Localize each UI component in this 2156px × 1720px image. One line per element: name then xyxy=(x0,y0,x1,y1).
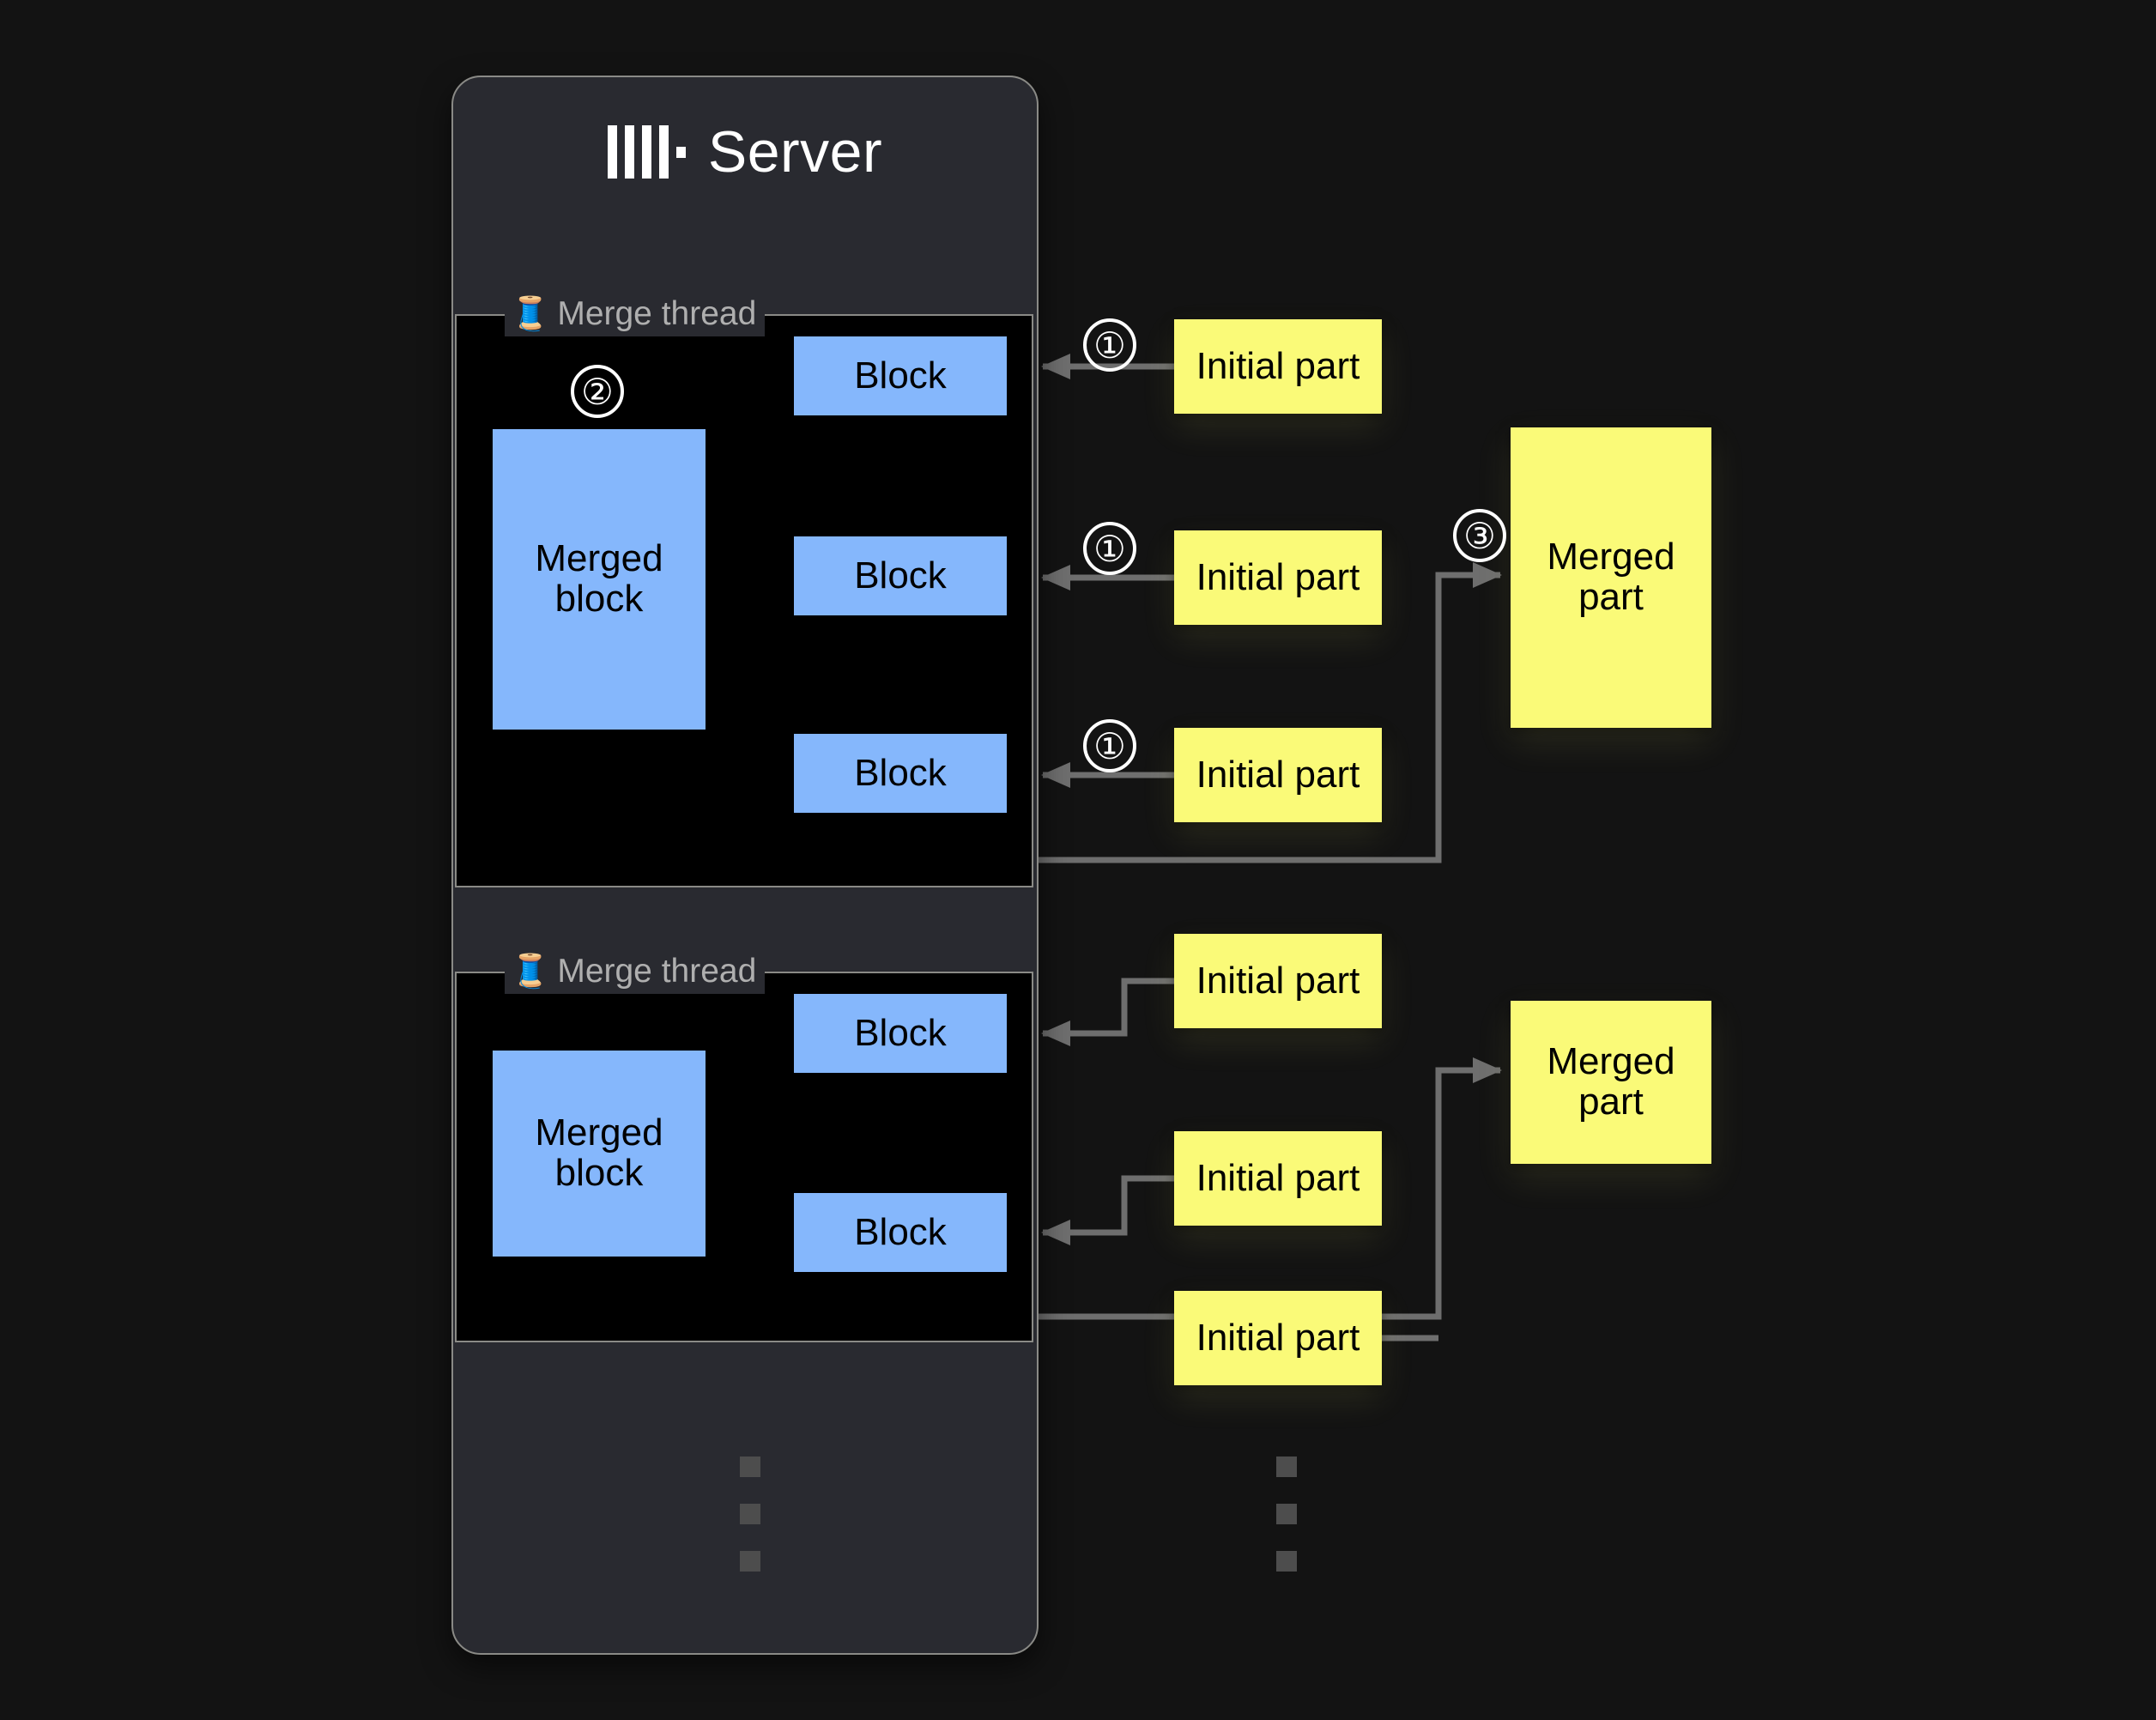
block-box: Block xyxy=(794,1193,1007,1272)
merged-block-box: Merged block xyxy=(493,429,706,730)
server-title-bar: Server xyxy=(451,113,1039,191)
merge-thread-label: Merge thread xyxy=(557,295,757,332)
block-box: Block xyxy=(794,994,1007,1073)
merge-thread-label: Merge thread xyxy=(557,953,757,990)
initial-part-box: Initial part xyxy=(1174,530,1382,625)
clickhouse-logo-icon xyxy=(607,125,686,179)
vertical-ellipsis-icon xyxy=(740,1457,760,1572)
block-box: Block xyxy=(794,734,1007,813)
step-marker-1: ① xyxy=(1083,318,1136,372)
step-marker-3: ③ xyxy=(1453,509,1506,562)
initial-part-box: Initial part xyxy=(1174,1131,1382,1226)
merge-thread-legend-2: 🧵 Merge thread xyxy=(505,949,766,994)
initial-part-box: Initial part xyxy=(1174,319,1382,414)
page-title: Server xyxy=(707,119,883,185)
block-box: Block xyxy=(794,336,1007,415)
thread-spool-icon: 🧵 xyxy=(510,296,551,332)
merge-thread-legend-1: 🧵 Merge thread xyxy=(505,292,766,336)
thread-spool-icon: 🧵 xyxy=(510,954,551,990)
initial-part-box: Initial part xyxy=(1174,1291,1382,1385)
initial-part-box: Initial part xyxy=(1174,728,1382,822)
step-marker-1: ① xyxy=(1083,522,1136,575)
step-marker-2: ② xyxy=(571,365,624,418)
block-box: Block xyxy=(794,536,1007,615)
merged-block-box: Merged block xyxy=(493,1051,706,1257)
step-marker-1: ① xyxy=(1083,719,1136,772)
merged-part-box: Merged part xyxy=(1511,1001,1711,1164)
initial-part-box: Initial part xyxy=(1174,934,1382,1028)
merged-part-box: Merged part xyxy=(1511,427,1711,728)
vertical-ellipsis-icon xyxy=(1276,1457,1297,1572)
